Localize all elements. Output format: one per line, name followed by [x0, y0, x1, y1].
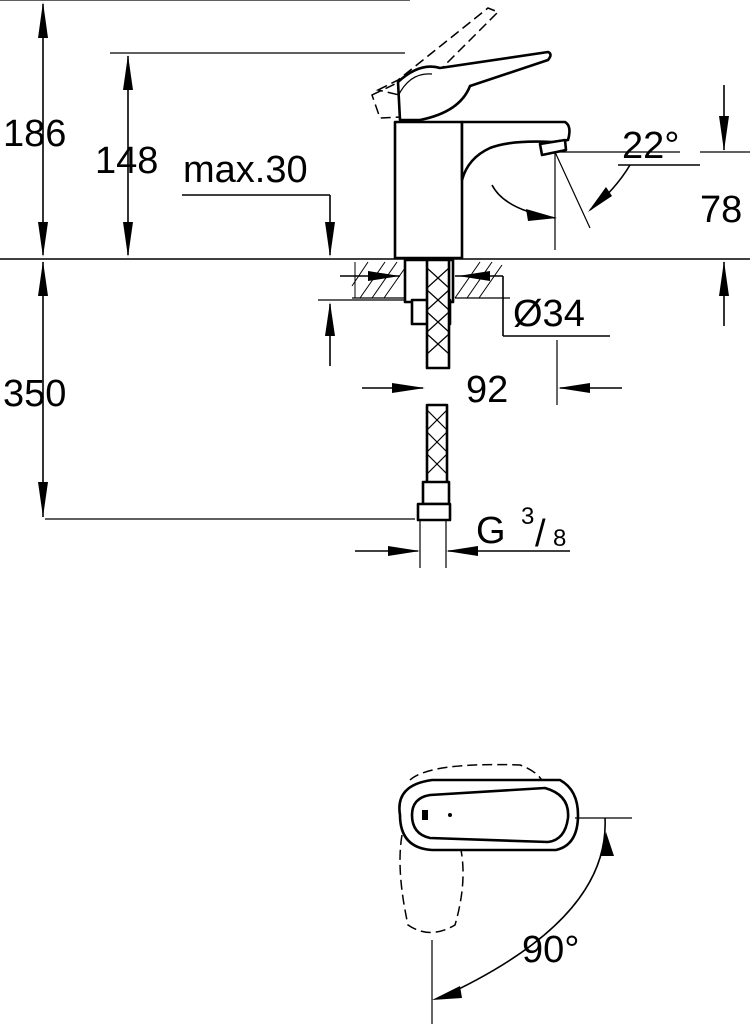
- tap-top-view: [398, 763, 632, 1024]
- dimension-lines: [0, 0, 750, 568]
- label-78: 78: [700, 189, 742, 231]
- tap-body: [371, 7, 571, 326]
- label-g-main: G: [476, 510, 506, 552]
- label-92: 92: [466, 369, 508, 411]
- label-g-num: 3: [521, 503, 534, 530]
- dimension-labels: 186 148 max.30 22° 78 Ø34 350 92 G 3 / 8…: [3, 113, 742, 971]
- label-90deg: 90°: [522, 929, 579, 971]
- countertop-section: [351, 261, 510, 299]
- label-g-den: 8: [553, 525, 566, 552]
- label-148: 148: [95, 140, 158, 182]
- label-22deg: 22°: [622, 125, 679, 167]
- label-max30: max.30: [183, 149, 308, 191]
- label-g-slash: /: [535, 513, 546, 555]
- label-dia34: Ø34: [513, 293, 585, 335]
- label-186: 186: [3, 113, 66, 155]
- supply-hose: [416, 258, 452, 522]
- label-350: 350: [3, 373, 66, 415]
